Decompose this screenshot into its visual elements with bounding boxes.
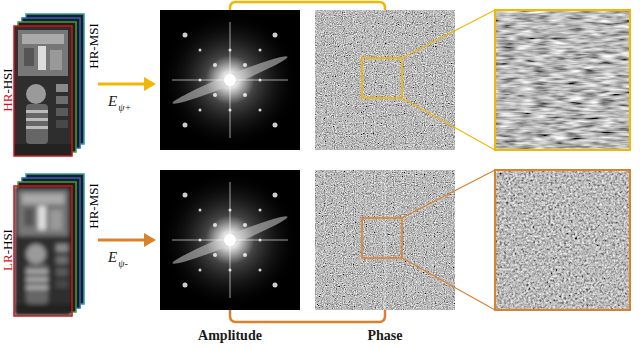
image-label: LR <box>1 254 14 271</box>
bracket <box>230 2 385 10</box>
image-label: HR-MSI <box>87 23 100 69</box>
image-label: LR-HSI <box>1 229 14 271</box>
amplitude-spectrum <box>160 10 300 150</box>
image-label: HR-MSI <box>87 183 100 229</box>
encoder-subscript: ψ- <box>118 259 128 269</box>
image-stack <box>14 174 84 316</box>
bracket <box>230 310 385 322</box>
image-label: HR <box>1 94 14 112</box>
encoder-symbol: E <box>108 94 117 109</box>
phase-map <box>315 10 455 150</box>
phase-map <box>315 170 455 310</box>
encoder-subscript: ψ+ <box>118 103 131 113</box>
image-label: -HSI <box>1 68 14 93</box>
image-label: HR-MSI <box>87 183 100 229</box>
encoder-symbol: E <box>108 250 117 265</box>
amplitude-spectrum <box>160 170 300 310</box>
image-label: HR-HSI <box>1 68 14 111</box>
image-label: HR-MSI <box>87 23 100 69</box>
arrow <box>98 233 156 247</box>
image-label: -HSI <box>1 229 14 254</box>
arrow <box>98 77 156 91</box>
image-stack <box>14 14 84 156</box>
zoom-crop <box>495 170 630 310</box>
zoom-crop <box>495 10 630 150</box>
axis-label: Amplitude <box>198 329 262 343</box>
axis-label: Phase <box>368 329 403 343</box>
